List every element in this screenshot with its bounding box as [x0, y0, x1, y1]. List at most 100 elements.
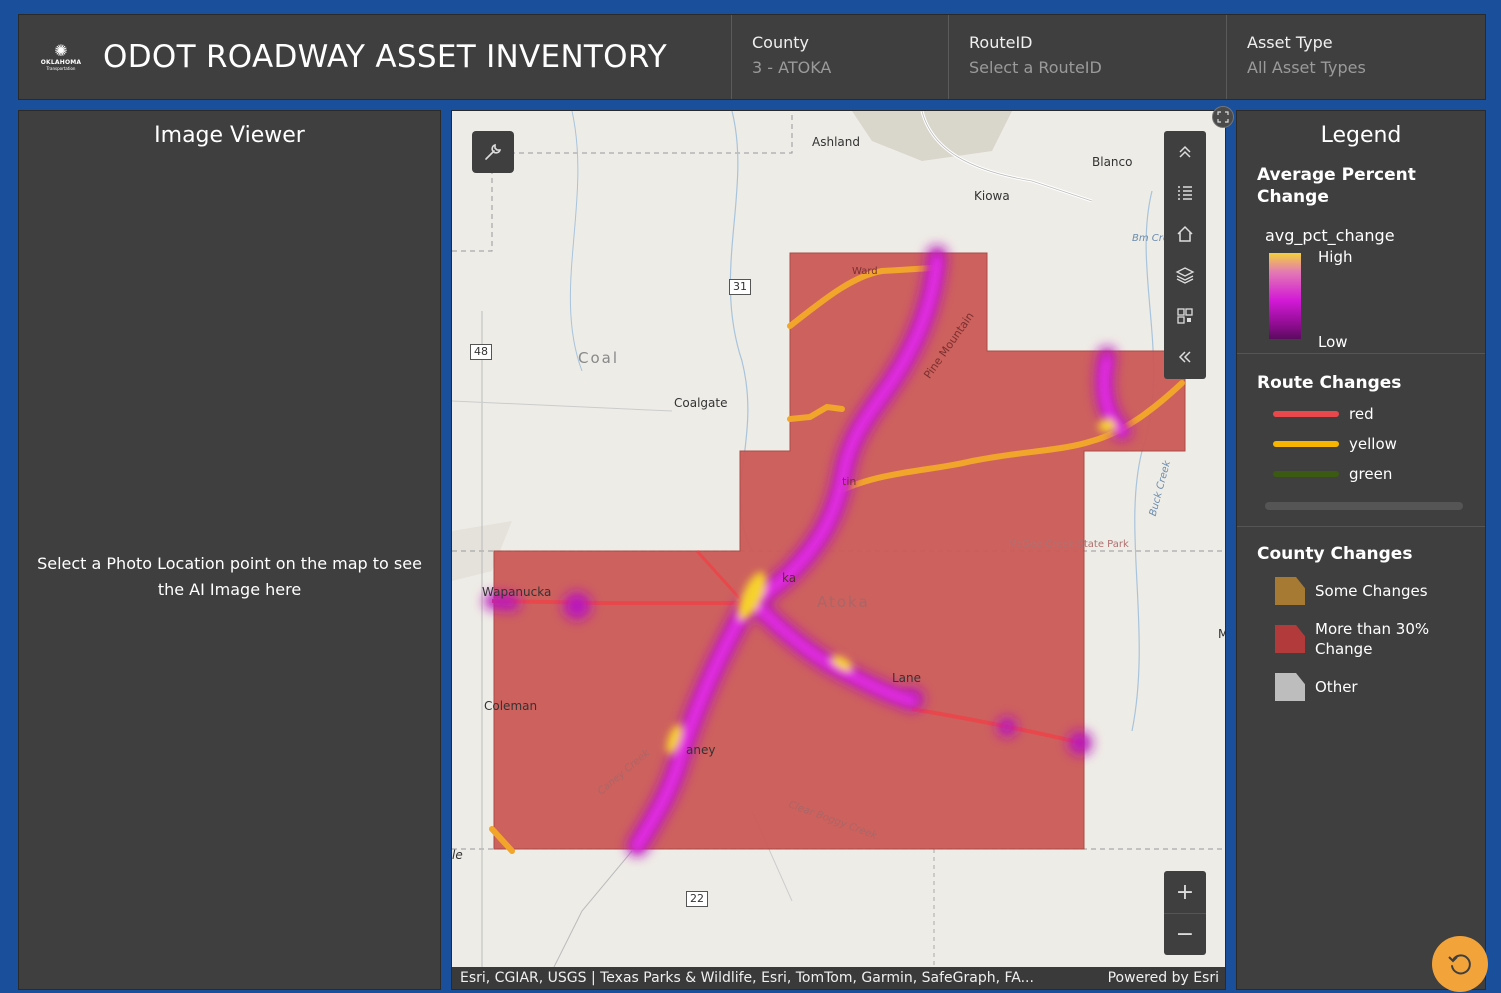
- map-label-blanco: Blanco: [1092, 155, 1133, 169]
- county-boundary: [492, 111, 793, 154]
- legend-route-changes: Route Changes red yellow green: [1237, 372, 1485, 510]
- route-swatch-yellow: [1273, 441, 1339, 447]
- map-label-wapanucka: Wapanucka: [482, 585, 552, 599]
- map-label-caney: aney: [686, 743, 716, 757]
- asset-type-filter[interactable]: Asset Type All Asset Types: [1227, 15, 1485, 99]
- collapse-toolbar-button[interactable]: [1164, 336, 1206, 377]
- county-filter-value[interactable]: 3 - ATOKA: [752, 58, 832, 77]
- route-line-yellow[interactable]: [837, 380, 1185, 494]
- zoom-controls: + −: [1164, 871, 1206, 955]
- basemap: [452, 111, 1225, 972]
- highway-shield-31: 31: [729, 279, 751, 295]
- image-viewer-message: Select a Photo Location point on the map…: [37, 554, 422, 599]
- map-label-m: M: [1218, 627, 1225, 641]
- county-swatch-more-than-30: [1275, 625, 1305, 653]
- route-line-red[interactable]: [491, 599, 742, 605]
- route-line-red[interactable]: [695, 549, 744, 603]
- highway-shield-22: 22: [686, 891, 708, 907]
- brand: ✺ OKLAHOMA Transportation ODOT ROADWAY A…: [19, 15, 732, 99]
- map-label-coal: Coal: [578, 349, 620, 367]
- asset-type-filter-value[interactable]: All Asset Types: [1247, 58, 1366, 77]
- odot-logo: ✺ OKLAHOMA Transportation: [39, 37, 83, 77]
- heatmap-core: [632, 256, 1127, 851]
- road: [551, 850, 633, 972]
- map-label-lane: Lane: [892, 671, 922, 685]
- logo-word: OKLAHOMA: [40, 59, 82, 66]
- county-label: Some Changes: [1315, 582, 1428, 600]
- attribution-text: Esri, CGIAR, USGS | Texas Parks & Wildli…: [460, 970, 1034, 986]
- legend-county-item: Other: [1237, 673, 1485, 701]
- route-swatch-red: [1273, 411, 1339, 417]
- map-view[interactable]: Ashland Blanco Kiowa Bm Cre Ward Coal Co…: [451, 110, 1226, 990]
- chevron-double-left-icon: [1178, 350, 1191, 363]
- map-widget-toolbar: [1164, 131, 1206, 379]
- map-label-ward: Ward: [852, 266, 878, 277]
- ramp-high-label: High: [1318, 248, 1353, 266]
- chevron-double-up-icon: [1179, 145, 1191, 158]
- terrain-patch: [852, 111, 1012, 161]
- powered-by-esri[interactable]: Powered by Esri: [1107, 970, 1219, 986]
- collapse-up-button[interactable]: [1164, 131, 1206, 172]
- legend-panel: Legend Average Percent Change avg_pct_ch…: [1236, 110, 1486, 990]
- fullscreen-button[interactable]: [1212, 106, 1234, 128]
- qr-code-icon: [1177, 307, 1193, 324]
- route-label: green: [1349, 465, 1393, 483]
- legend-average-percent-change: Average Percent Change avg_pct_change Hi…: [1237, 164, 1485, 353]
- routeid-filter[interactable]: RouteID Select a RouteID: [949, 15, 1227, 99]
- road: [921, 111, 1093, 202]
- legend-title: Legend: [1320, 123, 1402, 148]
- refresh-button[interactable]: [1432, 936, 1488, 992]
- route-line-yellow[interactable]: [787, 403, 845, 422]
- app-title: ODOT ROADWAY ASSET INVENTORY: [103, 39, 667, 75]
- county-filter[interactable]: County 3 - ATOKA: [732, 15, 949, 99]
- county-label: Other: [1315, 678, 1358, 696]
- image-viewer-panel: Image Viewer Select a Photo Location poi…: [18, 110, 441, 990]
- list-icon: [1178, 185, 1192, 200]
- color-ramp-bar: [1269, 253, 1301, 339]
- county-polygon-atoka[interactable]: [493, 252, 1186, 850]
- county-boundary: [452, 153, 493, 252]
- legend-route-item: green: [1237, 464, 1485, 484]
- map-tools-button[interactable]: [472, 131, 514, 173]
- map-attribution: Esri, CGIAR, USGS | Texas Parks & Wildli…: [452, 967, 1225, 989]
- route-line-yellow[interactable]: [787, 265, 935, 329]
- map-label-mcgee-creek: McGee Creek State Park: [1008, 539, 1129, 550]
- legend-county-changes: County Changes Some Changes More than 30…: [1237, 543, 1485, 701]
- asset-type-filter-label: Asset Type: [1247, 33, 1333, 52]
- route-swatch-green: [1273, 471, 1339, 477]
- legend-county-item: More than 30% Change: [1237, 619, 1485, 659]
- county-label: More than 30% Change: [1315, 620, 1430, 658]
- route-line-red[interactable]: [911, 707, 1083, 745]
- map-label-brushy-creek: Bm Cre: [1132, 233, 1170, 244]
- legend-route-title: Route Changes: [1257, 373, 1402, 393]
- county-filter-label: County: [752, 33, 809, 52]
- layer-list-button[interactable]: [1164, 172, 1206, 213]
- route-line-yellow[interactable]: [489, 826, 515, 854]
- routeid-filter-value[interactable]: Select a RouteID: [969, 58, 1102, 77]
- routeid-filter-label: RouteID: [969, 33, 1033, 52]
- route-label: yellow: [1349, 435, 1397, 453]
- qr-code-button[interactable]: [1164, 295, 1206, 336]
- map-label-ashland: Ashland: [812, 135, 860, 149]
- highway-shield-48: 48: [470, 344, 492, 360]
- route-label: red: [1349, 405, 1374, 423]
- zoom-in-button[interactable]: +: [1175, 879, 1195, 905]
- legend-horizontal-scrollbar[interactable]: [1265, 502, 1463, 510]
- ramp-low-label: Low: [1318, 333, 1348, 351]
- basemap-layers-button[interactable]: [1164, 254, 1206, 295]
- river: [569, 111, 583, 372]
- county-swatch-some: [1275, 577, 1305, 605]
- map-label-coleman: Coleman: [484, 699, 538, 713]
- legend-divider: [1237, 526, 1485, 527]
- legend-avg-field: avg_pct_change: [1265, 226, 1395, 245]
- legend-color-ramp: High Low: [1237, 248, 1485, 353]
- wrench-icon: [485, 143, 502, 160]
- expand-icon: [1217, 111, 1229, 123]
- legend-route-item: red: [1237, 404, 1485, 424]
- home-icon: [1177, 225, 1193, 242]
- zoom-out-button[interactable]: −: [1164, 913, 1206, 955]
- map-label-ka: ka: [782, 571, 797, 585]
- map-label-atoka: Atoka: [817, 593, 870, 611]
- county-swatch-other: [1275, 673, 1305, 701]
- home-button[interactable]: [1164, 213, 1206, 254]
